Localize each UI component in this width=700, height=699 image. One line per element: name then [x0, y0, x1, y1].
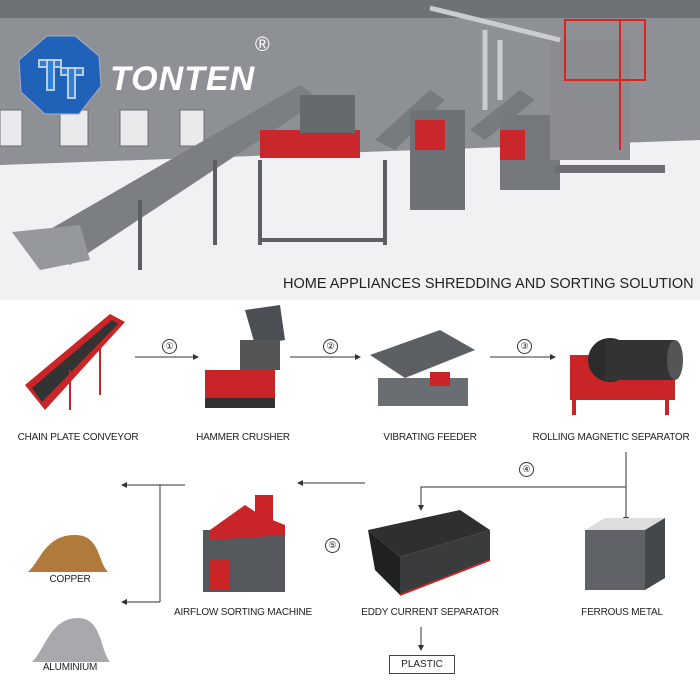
step-2-marker: ②: [323, 339, 338, 354]
label-rolling-magnetic-separator: ROLLING MAGNETIC SEPARATOR: [532, 432, 690, 443]
label-ferrous-metal: FERROUS METAL: [581, 607, 663, 618]
step-5-marker: ⑤: [325, 538, 340, 553]
step-4-marker: ④: [519, 462, 534, 477]
vibrating-feeder-graphic: [370, 330, 475, 406]
aluminium-pile: [32, 618, 110, 662]
label-airflow-sorting-machine: AIRFLOW SORTING MACHINE: [173, 607, 313, 618]
eddy-current-separator-graphic: [368, 510, 491, 596]
tonten-logo-icon: [18, 35, 102, 115]
label-aluminium: ALUMINIUM: [42, 662, 98, 673]
label-copper: COPPER: [49, 574, 91, 585]
factory-photo: [0, 0, 700, 300]
copper-pile: [28, 535, 108, 572]
flow-graphics: [25, 305, 683, 662]
rolling-magnetic-separator-graphic: [570, 338, 683, 415]
chain-plate-conveyor-graphic: [25, 314, 125, 410]
step-3-marker: ③: [517, 339, 532, 354]
label-eddy-current-separator: EDDY CURRENT SEPARATOR: [361, 607, 499, 618]
step-1-marker: ①: [162, 339, 177, 354]
label-chain-plate-conveyor: CHAIN PLATE CONVEYOR: [17, 432, 139, 443]
airflow-sorting-machine-graphic: [203, 495, 285, 592]
page-title: HOME APPLIANCES SHREDDING AND SORTING SO…: [283, 276, 694, 292]
hammer-crusher-graphic: [205, 305, 285, 408]
plastic-output-box: PLASTIC: [389, 655, 455, 674]
ferrous-metal-graphic: [585, 518, 665, 590]
label-vibrating-feeder: VIBRATING FEEDER: [383, 432, 477, 443]
registered-mark: ®: [255, 34, 270, 56]
brand-name: TONTEN: [110, 60, 256, 98]
label-hammer-crusher: HAMMER CRUSHER: [196, 432, 290, 443]
